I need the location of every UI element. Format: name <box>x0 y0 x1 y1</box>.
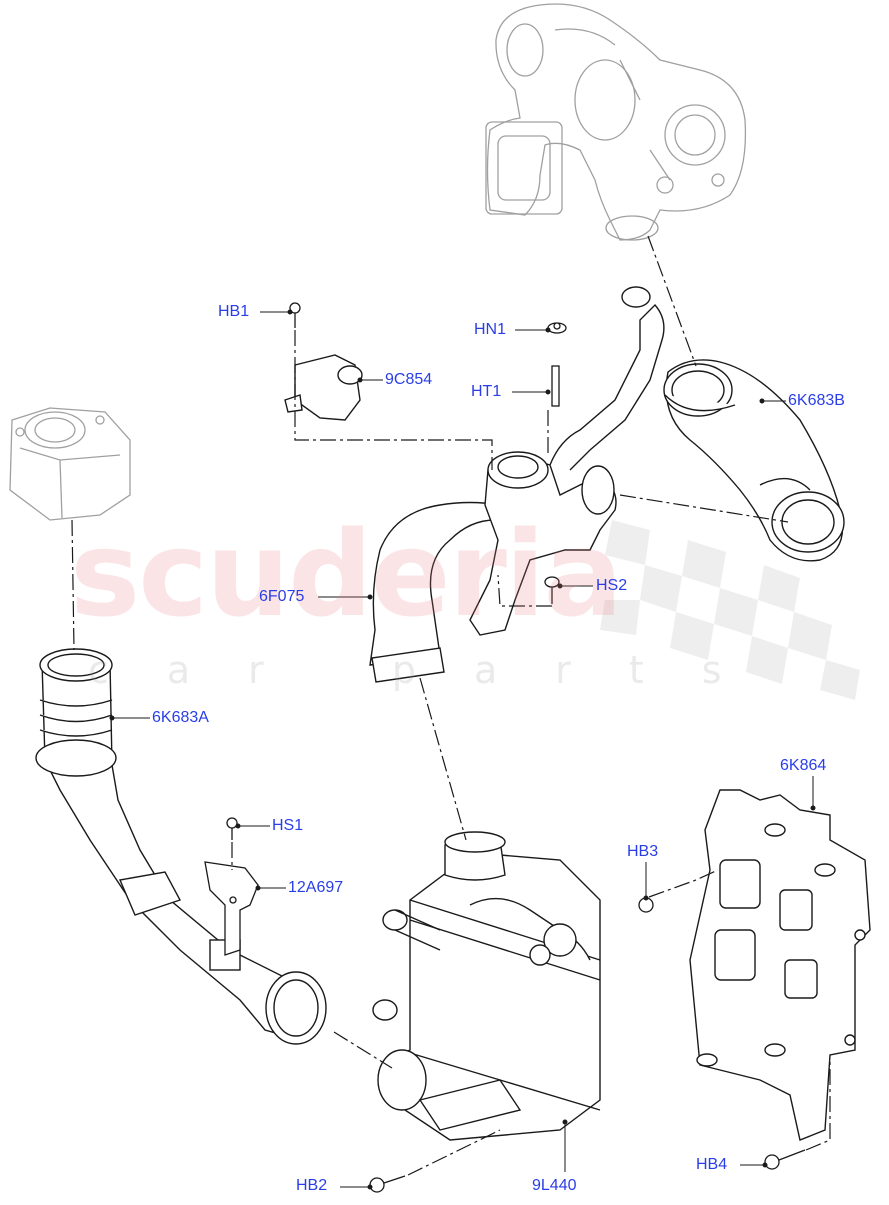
leader-lines <box>109 309 816 1190</box>
callout-HB1[interactable]: HB1 <box>218 303 250 320</box>
callout-HT1[interactable]: HT1 <box>471 383 502 400</box>
watermark-brand: scuderia <box>70 505 623 643</box>
callout-HB4[interactable]: HB4 <box>696 1156 728 1173</box>
fasteners <box>226 302 806 1193</box>
throttle-body-ghost <box>9 407 131 521</box>
callout-HS1[interactable]: HS1 <box>272 817 304 834</box>
callout-9C854[interactable]: 9C854 <box>385 371 433 388</box>
callout-12A697[interactable]: 12A697 <box>288 879 344 896</box>
hose-6F075 <box>284 286 665 683</box>
callout-HB2[interactable]: HB2 <box>296 1177 328 1194</box>
intercooler-9L440 <box>372 831 601 1141</box>
turbocharger-ghost <box>485 3 747 241</box>
watermark-subtitle: car parts <box>88 648 780 692</box>
bracket-12A697 <box>204 861 259 956</box>
callout-9L440[interactable]: 9L440 <box>532 1177 577 1194</box>
callout-6K864[interactable]: 6K864 <box>780 757 827 774</box>
callout-6F075[interactable]: 6F075 <box>259 588 305 605</box>
assembly-lines <box>71 235 831 1176</box>
callout-HB3[interactable]: HB3 <box>627 843 659 860</box>
callout-6K683B[interactable]: 6K683B <box>788 392 845 409</box>
callout-6K683A[interactable]: 6K683A <box>152 709 209 726</box>
callout-HS2[interactable]: HS2 <box>596 577 628 594</box>
callout-HN1[interactable]: HN1 <box>474 321 507 338</box>
pipe-6K683B <box>663 359 845 562</box>
checkered-flag-watermark <box>600 520 860 700</box>
heat-shield-6K864 <box>689 789 871 1141</box>
pipe-6K683A <box>35 648 327 1045</box>
